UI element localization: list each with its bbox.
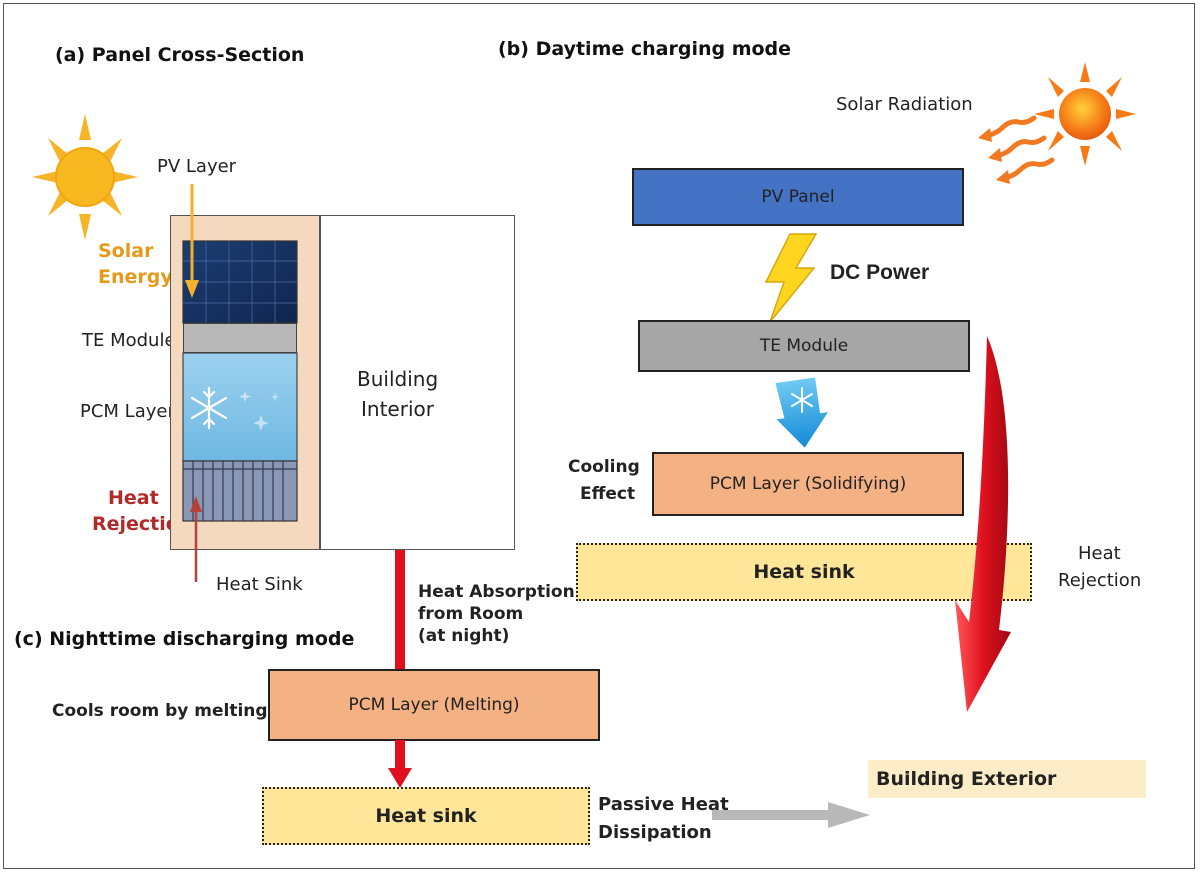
snowflake-icon [190, 386, 228, 430]
heat-sink-box-night: Heat sink [262, 787, 590, 845]
cooling-arrow-icon [775, 377, 829, 448]
pv-panel-box: PV Panel [632, 168, 964, 226]
pcm-layer [182, 352, 298, 462]
building-interior-label-1: Building [357, 367, 439, 391]
solar-energy-label-1: Solar [98, 240, 154, 262]
pcm-layer-label: PCM Layer [80, 401, 175, 422]
building-exterior-label: Building Exterior [876, 768, 1057, 790]
diagram-frame [3, 3, 1195, 869]
heat-rejection-label-2: Rejection [92, 513, 193, 535]
cooling-effect-label-1: Cooling [568, 457, 640, 477]
panel-b-title: (b) Daytime charging mode [498, 38, 792, 60]
lightning-icon [764, 233, 818, 323]
heat-rejection-curved-arrow-icon [955, 336, 1011, 712]
sun-icon [32, 114, 138, 240]
te-module-label: TE Module [82, 330, 176, 351]
heat-sink-day-label: Heat sink [753, 561, 855, 583]
building-exterior-box: Building Exterior [868, 760, 1146, 798]
panel-a-title: (a) Panel Cross-Section [55, 44, 305, 66]
pv-cell-layer [182, 240, 298, 324]
building-interior-box [320, 215, 515, 550]
heat-absorption-label-2: from Room [418, 604, 524, 624]
heat-rejection-label-1: Heat [108, 487, 159, 509]
heat-down-arrow-icon [388, 740, 412, 788]
heat-rejection-arrow-icon [190, 496, 202, 582]
te-module-box: TE Module [638, 320, 970, 372]
sun-icon [1034, 62, 1136, 166]
heat-absorption-label-3: (at night) [418, 626, 510, 646]
cools-room-label: Cools room by melting [52, 701, 268, 721]
pcm-melting-box: PCM Layer (Melting) [268, 669, 600, 741]
solar-radiation-label: Solar Radiation [836, 94, 973, 115]
dc-power-label: DC Power [830, 261, 930, 284]
building-interior-label-2: Interior [361, 397, 434, 421]
heat-rejection-b-label-1: Heat [1078, 543, 1121, 564]
pcm-melting-label: PCM Layer (Melting) [348, 695, 520, 715]
pcm-solidifying-label: PCM Layer (Solidifying) [709, 474, 907, 494]
passive-heat-label-2: Dissipation [598, 822, 712, 843]
heat-absorption-label-1: Heat Absorption [418, 582, 575, 602]
heat-rejection-b-label-2: Rejection [1058, 570, 1142, 591]
heat-absorption-arrow-icon [395, 550, 405, 672]
radiation-waves-icon [978, 115, 1055, 184]
pv-panel-label: PV Panel [761, 187, 835, 207]
panel-c-title: (c) Nighttime discharging mode [14, 628, 355, 650]
te-module-layer [183, 323, 297, 353]
solar-energy-label-2: Energy [98, 266, 173, 288]
cooling-effect-label-2: Effect [580, 484, 636, 504]
solar-energy-arrow-icon [185, 184, 199, 298]
heat-sink-box-day: Heat sink [576, 543, 1032, 601]
heat-sink-label: Heat Sink [216, 574, 303, 595]
pcm-solidifying-box: PCM Layer (Solidifying) [652, 452, 964, 516]
passive-heat-label-1: Passive Heat [598, 794, 729, 815]
heat-sink-fins [182, 460, 298, 522]
passive-dissipation-arrow-icon [712, 802, 870, 828]
heat-sink-night-label: Heat sink [375, 805, 477, 827]
pv-layer-label: PV Layer [157, 156, 237, 177]
te-module-box-label: TE Module [759, 336, 849, 356]
